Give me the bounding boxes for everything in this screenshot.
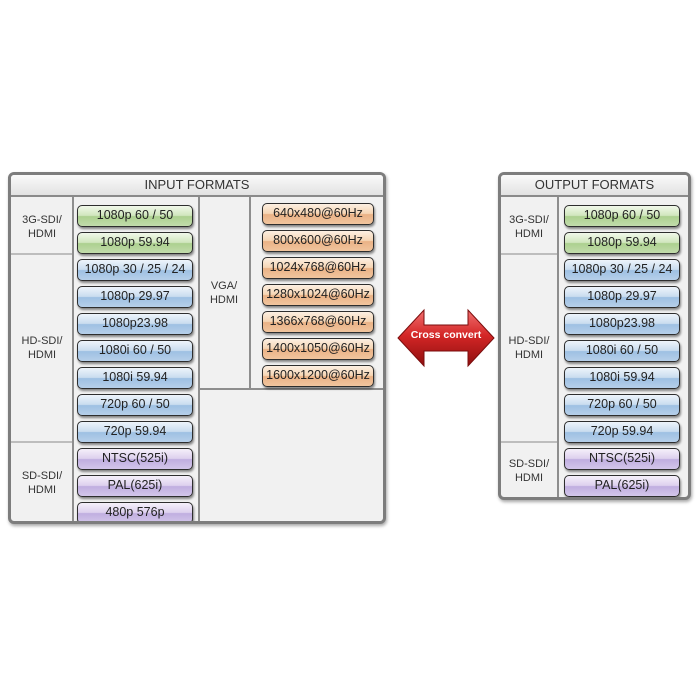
output-format-1080p-59-94: 1080p 59.94 bbox=[564, 232, 680, 254]
group-divider bbox=[11, 253, 73, 255]
input-format-800x600-60hz: 800x600@60Hz bbox=[262, 230, 374, 252]
double-arrow-icon bbox=[397, 308, 495, 368]
input-group-sd-sdi-hdmi: SD-SDI/ HDMI bbox=[21, 470, 63, 496]
group-divider bbox=[501, 441, 557, 443]
group-divider bbox=[501, 253, 557, 255]
output-format-ntsc-525i: NTSC(525i) bbox=[564, 448, 680, 470]
output-format-1080p23-98: 1080p23.98 bbox=[564, 313, 680, 335]
input-formats-panel: INPUT FORMATS 3G-SDI/ HDMI HD-SDI/ HDMI … bbox=[8, 172, 386, 524]
input-group-vga-hdmi: VGA/ HDMI bbox=[209, 280, 239, 306]
output-formats-panel: OUTPUT FORMATS 3G-SDI/ HDMI HD-SDI/ HDMI… bbox=[498, 172, 691, 500]
input-format-480p-576p: 480p 576p bbox=[77, 502, 193, 521]
output-format-1080i-60-50: 1080i 60 / 50 bbox=[564, 340, 680, 362]
output-format-720p-59-94: 720p 59.94 bbox=[564, 421, 680, 443]
cross-convert-arrow: Cross convert bbox=[396, 308, 496, 368]
column-divider bbox=[72, 197, 74, 521]
output-group-hd-sdi-hdmi: HD-SDI/ HDMI bbox=[508, 335, 550, 361]
vga-section-bottom bbox=[200, 388, 383, 390]
input-format-1366x768-60hz: 1366x768@60Hz bbox=[262, 311, 374, 333]
input-format-1400x1050-60hz: 1400x1050@60Hz bbox=[262, 338, 374, 360]
output-group-sd-sdi-hdmi: SD-SDI/ HDMI bbox=[508, 458, 550, 484]
input-format-1080i-60-50: 1080i 60 / 50 bbox=[77, 340, 193, 362]
input-format-1024x768-60hz: 1024x768@60Hz bbox=[262, 257, 374, 279]
cross-convert-label: Cross convert bbox=[410, 329, 482, 341]
input-formats-title: INPUT FORMATS bbox=[11, 175, 383, 197]
output-format-1080p-30-25-24: 1080p 30 / 25 / 24 bbox=[564, 259, 680, 281]
column-divider bbox=[249, 197, 251, 389]
input-group-hd-sdi-hdmi: HD-SDI/ HDMI bbox=[21, 335, 63, 361]
input-format-1080p-29-97: 1080p 29.97 bbox=[77, 286, 193, 308]
column-divider bbox=[557, 197, 559, 497]
input-format-1080i-59-94: 1080i 59.94 bbox=[77, 367, 193, 389]
input-format-1600x1200-60hz: 1600x1200@60Hz bbox=[262, 365, 374, 387]
output-group-3g-sdi-hdmi: 3G-SDI/ HDMI bbox=[509, 213, 549, 240]
output-format-1080p-29-97: 1080p 29.97 bbox=[564, 286, 680, 308]
output-formats-title: OUTPUT FORMATS bbox=[501, 175, 688, 197]
output-format-pal-625i: PAL(625i) bbox=[564, 475, 680, 497]
input-format-1080p-30-25-24: 1080p 30 / 25 / 24 bbox=[77, 259, 193, 281]
input-format-720p-59-94: 720p 59.94 bbox=[77, 421, 193, 443]
input-format-1280x1024-60hz: 1280x1024@60Hz bbox=[262, 284, 374, 306]
input-format-pal-625i: PAL(625i) bbox=[77, 475, 193, 497]
input-format-1080p-60-50: 1080p 60 / 50 bbox=[77, 205, 193, 227]
input-format-1080p23-98: 1080p23.98 bbox=[77, 313, 193, 335]
input-format-ntsc-525i: NTSC(525i) bbox=[77, 448, 193, 470]
output-format-1080p-60-50: 1080p 60 / 50 bbox=[564, 205, 680, 227]
output-format-720p-60-50: 720p 60 / 50 bbox=[564, 394, 680, 416]
input-group-3g-sdi-hdmi: 3G-SDI/ HDMI bbox=[22, 213, 62, 240]
input-format-720p-60-50: 720p 60 / 50 bbox=[77, 394, 193, 416]
output-format-1080i-59-94: 1080i 59.94 bbox=[564, 367, 680, 389]
column-divider bbox=[198, 197, 200, 521]
input-format-1080p-59-94: 1080p 59.94 bbox=[77, 232, 193, 254]
input-format-640x480-60hz: 640x480@60Hz bbox=[262, 203, 374, 225]
group-divider bbox=[11, 441, 73, 443]
